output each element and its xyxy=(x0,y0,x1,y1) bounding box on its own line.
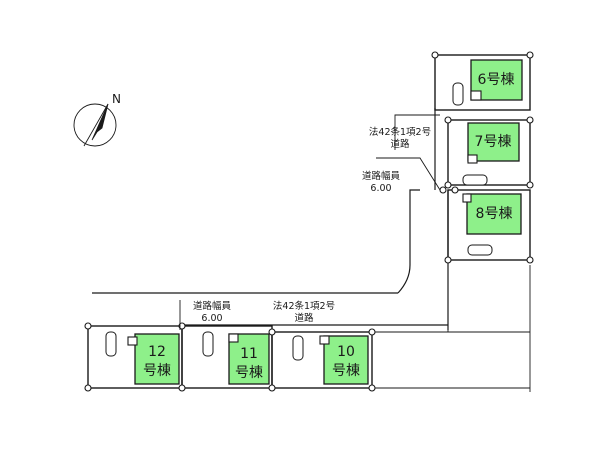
road-article-lower-line1: 法42条1項2号 xyxy=(273,300,335,312)
lot-7-entry-mark xyxy=(467,154,478,164)
boundary-post xyxy=(526,181,534,189)
lot-8-entry-mark xyxy=(462,193,472,203)
boundary-post xyxy=(526,256,534,264)
road-article-upper-line1: 法42条1項2号 xyxy=(369,126,431,138)
boundary-post xyxy=(526,51,534,59)
boundary-post xyxy=(444,181,452,189)
building-12 xyxy=(134,333,180,385)
road-article-upper-line2: 道路 xyxy=(390,138,410,150)
lot-6: 6号棟 xyxy=(434,54,531,111)
lot-7-boundary xyxy=(447,119,531,186)
building-10 xyxy=(323,335,369,385)
building-8-label: 8号棟 xyxy=(476,206,513,222)
lot-6-entry-mark xyxy=(470,90,482,101)
building-6-label: 6号棟 xyxy=(478,72,515,88)
boundary-post xyxy=(444,256,452,264)
building-11-number: 11 xyxy=(240,346,258,362)
boundary-post xyxy=(368,328,376,336)
boundary-post xyxy=(368,384,376,392)
annotations: 法42条1項2号 道路 道路幅員 6.00 道路幅員 6.00 法42条1項2号… xyxy=(193,126,431,324)
lot-11-entry-mark xyxy=(228,333,239,343)
north-compass: N xyxy=(73,92,121,147)
building-12-number: 12 xyxy=(148,344,166,360)
road-edge-curve xyxy=(397,189,420,294)
lot-10-entry-mark xyxy=(319,335,330,345)
building-12-suffix: 号棟 xyxy=(143,363,171,379)
boundary-posts xyxy=(84,51,534,392)
road-width-lower-line2: 6.00 xyxy=(201,313,222,324)
boundary-post xyxy=(439,186,447,194)
lot-7-car-icon xyxy=(462,174,488,186)
building-7-label: 7号棟 xyxy=(475,134,512,150)
lot-12-car-icon xyxy=(105,331,117,357)
compass-needle-icon xyxy=(91,103,109,141)
building-8 xyxy=(466,193,522,235)
lot-7: 7号棟 xyxy=(447,119,531,186)
building-11 xyxy=(228,333,270,385)
boundary-post xyxy=(178,322,186,330)
road-width-upper-line1: 道路幅員 xyxy=(362,170,401,182)
lot-11: 11 号棟 xyxy=(181,325,273,389)
building-10-number: 10 xyxy=(337,344,355,360)
road-article-lower-line2: 道路 xyxy=(294,312,314,324)
lot-6-boundary xyxy=(434,54,531,111)
boundary-post xyxy=(431,51,439,59)
leader-lines xyxy=(179,114,441,330)
building-10-suffix: 号棟 xyxy=(332,363,360,379)
compass-ring xyxy=(73,103,117,147)
lot-10-boundary xyxy=(271,331,373,389)
lot-11-car-icon xyxy=(202,331,214,357)
leader-road-width-upper xyxy=(376,157,441,191)
compass-north-label: N xyxy=(112,92,121,106)
lot-12-entry-mark xyxy=(127,336,138,346)
boundary-post xyxy=(268,328,276,336)
leader-road-article-upper xyxy=(394,114,440,150)
lot-8: 8号棟 xyxy=(447,189,531,261)
boundary-post xyxy=(84,322,92,330)
lot-6-car-icon xyxy=(452,82,464,106)
boundary-post xyxy=(268,384,276,392)
lot-10: 10 号棟 xyxy=(271,331,373,389)
lot-12: 12 号棟 xyxy=(87,325,183,389)
compass-axis xyxy=(83,103,109,147)
road-width-upper-line2: 6.00 xyxy=(370,183,391,194)
boundary-post xyxy=(451,186,459,194)
boundary-post xyxy=(526,116,534,124)
lot-8-boundary xyxy=(447,189,531,261)
boundary-post xyxy=(84,384,92,392)
boundary-post xyxy=(178,384,186,392)
road-width-lower-line1: 道路幅員 xyxy=(193,300,232,312)
building-11-suffix: 号棟 xyxy=(235,365,263,381)
lot-8-car-icon xyxy=(467,244,493,256)
lot-10-car-icon xyxy=(292,335,304,361)
boundary-post xyxy=(444,116,452,124)
